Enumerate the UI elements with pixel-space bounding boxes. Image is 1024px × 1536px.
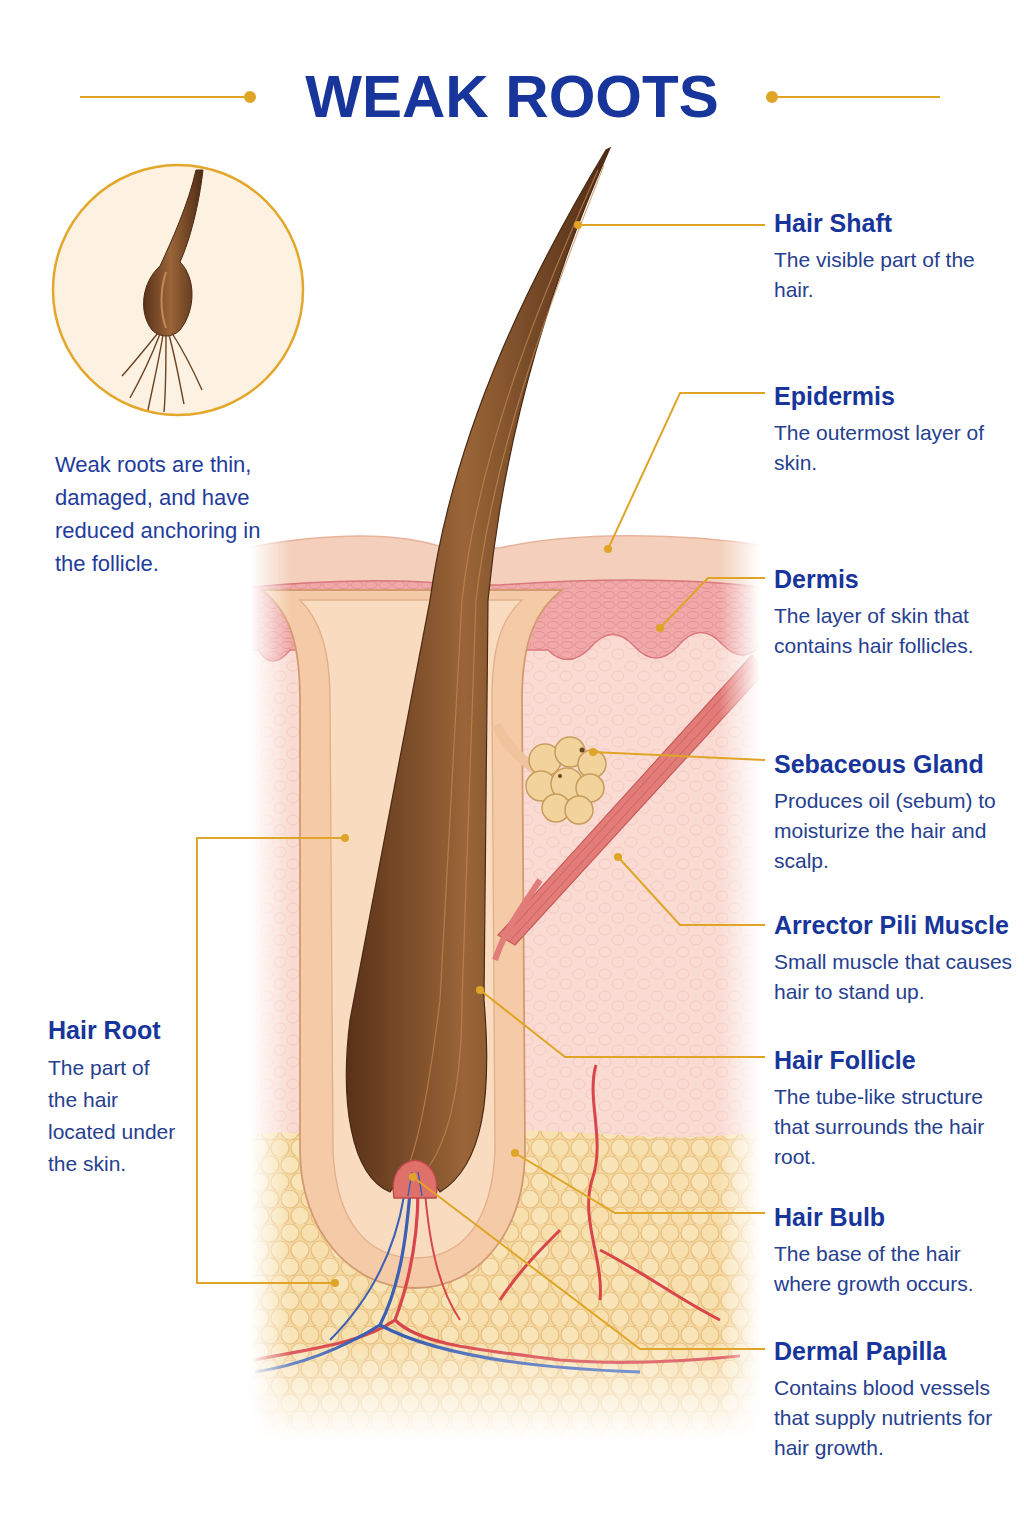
inset-weak-root (53, 165, 303, 415)
label-heading: Hair Bulb (774, 1202, 1014, 1232)
inset-weak-root-part (122, 333, 202, 412)
leader-dots-part (476, 986, 484, 994)
skin-section-part (495, 880, 540, 960)
leader-lines-part (413, 1177, 765, 1349)
inset-weak-root-part (144, 170, 203, 336)
label-group: Arrector Pili MuscleSmall muscle that ca… (774, 910, 1014, 1007)
leader-lines-part (197, 838, 345, 1283)
leader-dots-part (331, 1279, 339, 1287)
label-group: Hair RootThe part of the hair located un… (48, 1015, 184, 1180)
skin-section-part (580, 748, 585, 753)
inset-weak-root-part-part (130, 334, 160, 398)
leader-dots-part (409, 1173, 417, 1181)
skin-section (245, 536, 765, 1440)
leader-lines (197, 225, 765, 1349)
leader-lines-part (515, 1153, 765, 1213)
leader-dots-part (604, 545, 612, 553)
label-heading: Sebaceous Gland (774, 749, 1014, 779)
label-heading: Dermal Papilla (774, 1336, 1014, 1366)
title: WEAK ROOTS (0, 62, 1024, 132)
inset-weak-root-part-part (148, 335, 163, 410)
label-heading: Dermis (774, 564, 1014, 594)
skin-section-part (498, 655, 765, 945)
skin-section-part-part (504, 662, 754, 937)
label-heading: Hair Follicle (774, 1045, 1014, 1075)
leader-dots-part (574, 221, 582, 229)
label-description: Small muscle that causes hair to stand u… (774, 947, 1014, 1007)
leader-lines-part (578, 224, 765, 226)
label-description: The tube-like structure that surrounds t… (774, 1082, 1014, 1172)
label-description: The base of the hair where growth occurs… (774, 1239, 1014, 1299)
leader-dots-part (614, 853, 622, 861)
label-group: Hair FollicleThe tube-like structure tha… (774, 1045, 1014, 1172)
bottom-fade (240, 1340, 780, 1440)
skin-section-part-part (565, 796, 593, 824)
hair (346, 148, 610, 1192)
label-heading: Epidermis (774, 381, 1014, 411)
leader-lines-part (480, 990, 765, 1057)
label-group: Weak roots are thin, damaged, and have r… (55, 448, 295, 580)
leader-dots-part (341, 834, 349, 842)
hair-part (346, 148, 610, 1192)
title-ornament-part (80, 96, 244, 98)
leader-lines-part (660, 578, 765, 628)
inset-weak-root-part-part (164, 336, 166, 412)
title-ornament-part (778, 96, 940, 98)
dermal-papilla-part (408, 1172, 422, 1196)
label-group: Hair BulbThe base of the hair where grow… (774, 1202, 1014, 1299)
leader-dots-part (511, 1149, 519, 1157)
leader-lines-part (618, 857, 765, 925)
leader-dots (331, 221, 664, 1287)
label-group: EpidermisThe outermost layer of skin. (774, 381, 1014, 478)
label-heading: Hair Shaft (774, 208, 1014, 238)
inset-weak-root-part-part (169, 335, 184, 404)
leader-dots-part (589, 748, 597, 756)
label-description: Contains blood vessels that supply nutri… (774, 1373, 1014, 1463)
label-heading: Hair Root (48, 1015, 184, 1045)
label-group: DermisThe layer of skin that contains ha… (774, 564, 1014, 661)
leader-lines-part (608, 393, 765, 549)
skin-section-part (526, 737, 606, 824)
hair-part-part (405, 170, 598, 1175)
leader-lines-part (593, 752, 765, 760)
skin-section-part-part (510, 668, 759, 941)
leader-dots-part (656, 624, 664, 632)
hair-part-part (425, 165, 604, 1172)
blood-vessels-part (330, 1196, 404, 1340)
label-heading: Arrector Pili Muscle (774, 910, 1014, 940)
label-group: Hair ShaftThe visible part of the hair. (774, 208, 1014, 305)
skin-section-part (558, 774, 562, 778)
label-description: The outermost layer of skin. (774, 418, 1014, 478)
dermal-papilla-part (393, 1160, 437, 1198)
skin-section-part (500, 1065, 720, 1320)
inset-weak-root-part (162, 272, 167, 328)
hair-part (405, 165, 604, 1175)
blood-vessels-part (255, 1190, 740, 1363)
inset-weak-root-part-part (122, 333, 158, 376)
label-description: The part of the hair located under the s… (48, 1052, 184, 1180)
inset-weak-root-part-part (172, 333, 202, 390)
label-description: Produces oil (sebum) to moisturize the h… (774, 786, 1014, 876)
label-description: The visible part of the hair. (774, 245, 1014, 305)
blood-vessels-part (425, 1192, 460, 1320)
label-description: The layer of skin that contains hair fol… (774, 601, 1014, 661)
title-ornament-part (245, 92, 255, 102)
note-text: Weak roots are thin, damaged, and have r… (55, 448, 295, 580)
inset-weak-root-part (53, 165, 303, 415)
title-ornament-part (767, 92, 777, 102)
dermal-papilla (393, 1160, 437, 1198)
skin-section-part (504, 662, 759, 941)
label-group: Sebaceous GlandProduces oil (sebum) to m… (774, 749, 1014, 876)
label-group: Dermal PapillaContains blood vessels tha… (774, 1336, 1014, 1463)
